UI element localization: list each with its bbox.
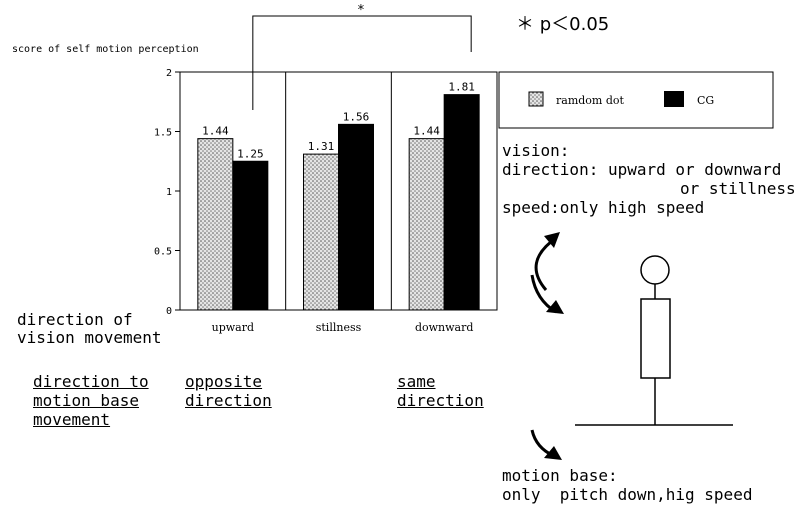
significance-bracket-line [252, 15, 472, 110]
significance-bracket [252, 15, 472, 110]
bar-ramdom-dot-upward [197, 138, 234, 311]
base-direction-line2: motion base [33, 391, 139, 410]
base-direction-line3: movement [33, 410, 111, 429]
legend-swatch-ramdom-dot [528, 91, 544, 107]
y-tick-label: 0 [166, 306, 172, 317]
same-direction-line1: same [397, 372, 436, 391]
figure-body [640, 298, 671, 379]
category-label-upward: upward [212, 321, 254, 334]
bar-cg-stillness [338, 123, 374, 311]
category-label-stillness: stillness [316, 321, 362, 334]
y-tick-label: 1.5 [154, 128, 172, 139]
opposite-direction-line1: opposite [185, 372, 263, 391]
bar-ramdom-dot-downward [408, 138, 445, 311]
base-direction-line1: direction to [33, 372, 149, 391]
y-tick-label: 2 [166, 68, 172, 79]
data-label: 1.56 [343, 110, 370, 123]
bar-cg-downward [443, 94, 480, 311]
y-tick-label: 0.5 [154, 247, 172, 258]
legend: ramdom dot CG [498, 71, 774, 129]
figure-head [640, 255, 670, 285]
legend-swatch-cg [664, 91, 684, 107]
legend-label-cg: CG [697, 94, 714, 107]
data-label: 1.81 [448, 81, 475, 94]
y-tick-label: 1 [166, 187, 172, 198]
legend-label-ramdom-dot: ramdom dot [556, 94, 625, 107]
vision-direction: direction: upward or downward [502, 160, 782, 179]
vision-heading: vision: [502, 141, 570, 160]
category-label-downward: downward [415, 321, 473, 334]
vision-speed: speed:only high speed [502, 198, 705, 217]
data-label: 1.44 [202, 125, 229, 138]
plot-area: 0 0.5 1 1.5 2 1.44 1.25 upward 1.31 1.56 stillness… [154, 68, 498, 334]
bar-ramdom-dot-stillness [303, 153, 339, 311]
significance-star: * [357, 3, 365, 18]
bar-cg-upward [232, 160, 269, 311]
y-axis-label: score of self motion perception [12, 44, 199, 55]
motion-base-heading: motion base: [502, 466, 618, 485]
data-label: 1.44 [413, 125, 440, 138]
legend-box [498, 71, 774, 129]
figure-illustration [530, 232, 733, 460]
motion-base-detail: only pitch down,hig speed [502, 485, 753, 504]
vision-direction-line1: direction of [17, 310, 133, 329]
data-label: 1.31 [308, 140, 335, 153]
same-direction-line2: direction [397, 391, 484, 410]
data-label: 1.25 [237, 147, 264, 160]
significance-note: ＊ p＜0.05 [516, 14, 610, 35]
vision-direction-cont: or stillness [680, 179, 796, 198]
vision-direction-line2: vision movement [17, 328, 162, 347]
opposite-direction-line2: direction [185, 391, 272, 410]
